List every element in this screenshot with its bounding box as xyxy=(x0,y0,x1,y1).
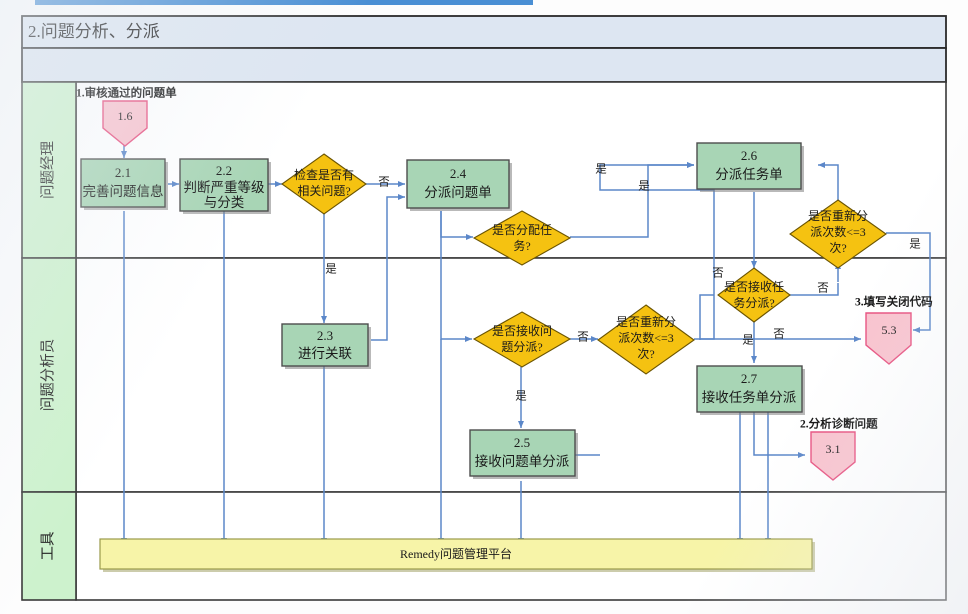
node-2-6[interactable]: 2.6 分派任务单 xyxy=(696,142,804,192)
node-2-6-number: 2.6 xyxy=(741,148,758,163)
decision-assign-task-line2: 务? xyxy=(513,238,530,253)
lane-label-manager: 问题经理 xyxy=(39,141,56,199)
annotation-inbound-ticket: 1.审核通过的问题单 xyxy=(76,86,177,100)
diagram-subheader-bar xyxy=(21,47,947,83)
annotation-analyze-diagnose: 2.分析诊断问题 xyxy=(800,417,878,431)
decision-accept-task-line2: 务分派? xyxy=(733,295,774,310)
edge-label-reassign-issue-yes: 是 xyxy=(638,180,650,193)
node-2-6-label: 分派任务单 xyxy=(715,167,783,182)
edge-label-related-yes: 是 xyxy=(325,263,337,276)
node-2-7[interactable]: 2.7 接收任务单分派 xyxy=(696,365,805,415)
node-2-5[interactable]: 2.5 接收问题单分派 xyxy=(469,429,578,479)
edge-label-accept-task-no-left: 否 xyxy=(712,268,724,280)
edge-label-assign-task-yes: 是 xyxy=(595,163,607,176)
decision-reassign-issue-line2: 派次数<=3 xyxy=(618,330,674,345)
annotation-close-code: 3.填写关闭代码 xyxy=(855,295,933,309)
node-2-2-label-line1: 判断严重等级 xyxy=(184,179,265,195)
edge-label-reassign-task-yes: 是 xyxy=(909,238,921,251)
decision-accept-issue-line2: 题分派? xyxy=(501,340,542,354)
tool-remedy-label: Remedy问题管理平台 xyxy=(400,546,512,561)
node-2-1[interactable]: 2.1 完善问题信息 xyxy=(80,158,168,210)
node-2-2-label-line2: 与分类 xyxy=(204,195,245,210)
decision-assign-task-line1: 是否分配任 xyxy=(492,223,552,237)
edge-label-accept-task-yes: 是 xyxy=(742,334,754,347)
connector-3-1-label: 3.1 xyxy=(826,442,841,456)
node-2-1-label: 完善问题信息 xyxy=(83,183,164,199)
node-2-5-label: 接收问题单分派 xyxy=(475,453,570,469)
node-2-3-label: 进行关联 xyxy=(298,346,352,361)
decision-accept-issue-line1: 是否接收问 xyxy=(492,323,552,338)
edge-label-accept-task-no-right: 否 xyxy=(773,329,785,341)
decision-reassign-task-line2: 派次数<=3 xyxy=(810,224,866,239)
diagram-title-bar xyxy=(21,15,947,49)
node-2-4[interactable]: 2.4 分派问题单 xyxy=(406,159,512,211)
decision-related-line1: 检查是否有 xyxy=(294,167,354,182)
tool-remedy[interactable]: Remedy问题管理平台 xyxy=(99,538,815,572)
connector-5-3-label: 5.3 xyxy=(882,323,897,337)
node-2-5-number: 2.5 xyxy=(514,435,530,450)
lane-label-analyst: 问题分析员 xyxy=(39,339,56,412)
node-2-4-number: 2.4 xyxy=(450,166,467,181)
decision-accept-task-line1: 是否接收任 xyxy=(724,279,784,294)
node-2-2-number: 2.2 xyxy=(216,163,232,178)
node-2-1-number: 2.1 xyxy=(115,165,131,180)
node-2-7-number: 2.7 xyxy=(741,371,758,386)
decision-reassign-task-line1: 是否重新分 xyxy=(808,208,868,223)
decision-reassign-issue-line3: 次? xyxy=(637,347,654,361)
node-2-7-label: 接收任务单分派 xyxy=(702,389,797,405)
decision-reassign-task-line3: 次? xyxy=(829,241,846,255)
decision-related-line2: 相关问题? xyxy=(297,184,350,198)
node-2-3[interactable]: 2.3 进行关联 xyxy=(281,323,371,369)
edge-label-accept-issue-yes: 是 xyxy=(515,390,527,403)
edge-label-accept-issue-no: 否 xyxy=(577,332,589,344)
lane-label-tools: 工具 xyxy=(40,532,56,561)
edge-label-reassign-task-no: 否 xyxy=(817,283,829,295)
connector-1-6-label: 1.6 xyxy=(118,109,133,123)
node-2-3-number: 2.3 xyxy=(317,328,333,343)
node-2-2[interactable]: 2.2 判断严重等级 与分类 xyxy=(179,158,271,214)
decision-reassign-issue-line1: 是否重新分 xyxy=(616,314,676,329)
node-2-4-label: 分派问题单 xyxy=(424,185,492,200)
edge-label-related-no: 否 xyxy=(378,177,390,189)
page-title: 2.问题分析、分派 xyxy=(28,22,160,41)
